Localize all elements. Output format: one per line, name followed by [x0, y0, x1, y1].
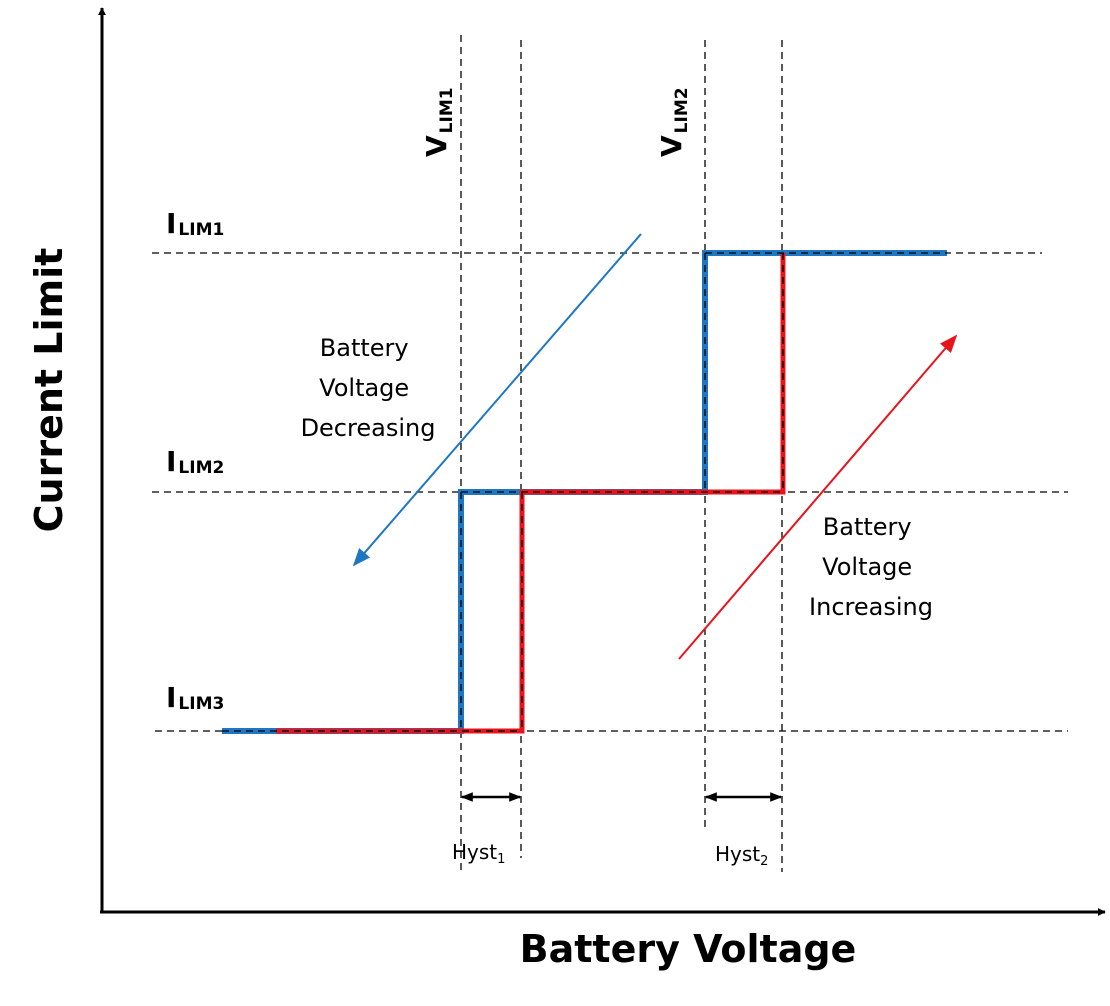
threshold-label-vlim2: VLIM2 [655, 87, 692, 157]
decreasing-note: Battery Voltage Decreasing [301, 334, 436, 442]
increasing-note: Battery Voltage Increasing [809, 513, 933, 621]
hyst1-label: Hyst1 [452, 840, 505, 867]
y-axis-title: Current Limit [27, 248, 71, 533]
decreasing-arrow [352, 233, 642, 567]
hyst2-label: Hyst2 [715, 842, 768, 869]
x-axis-title: Battery Voltage [520, 927, 857, 971]
threshold-label-vlim1: VLIM1 [420, 87, 457, 157]
increasing-arrow [678, 334, 958, 660]
